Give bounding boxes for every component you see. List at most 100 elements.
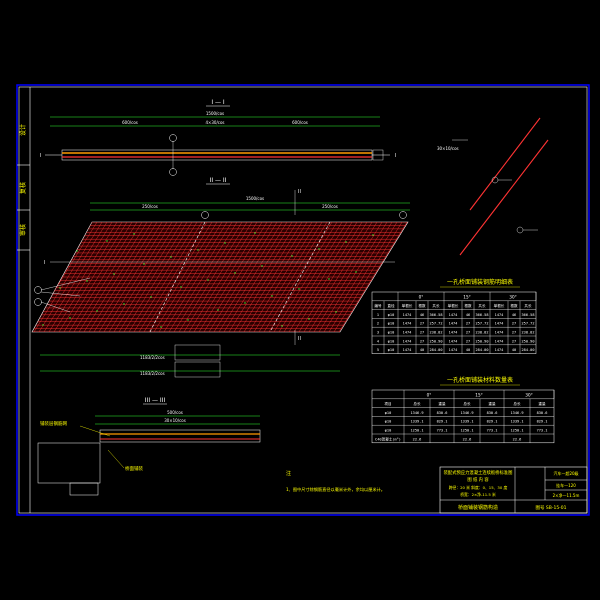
table-cell: 1250.1: [411, 429, 424, 433]
dim-sec3-part: 30×10/cos: [164, 418, 186, 423]
table2-title: 一孔桥面铺装材料数量表: [447, 376, 513, 384]
sidebar-cell-approve: 审核: [19, 224, 27, 236]
mesh-line-v: [323, 222, 393, 332]
table-cell: 284.00: [522, 348, 535, 352]
callout-circle-2: [34, 298, 42, 306]
mesh-line-v: [278, 222, 348, 332]
table-rebar-details: 一孔桥面铺装钢筋明细表 0°15°30°编号直径单根长根数共长单根长根数共长单根…: [371, 278, 537, 354]
table-cell: 257.72: [476, 322, 489, 326]
sidebar-cell-review: 复核: [19, 182, 27, 194]
title-content: 图 纸 内 容: [467, 476, 489, 483]
table-cell: 5: [377, 348, 379, 352]
outer-frame: [16, 84, 590, 516]
table-header-cell: 总长: [513, 401, 521, 406]
title-block: 装配式预应力混凝土连续板桥标准图 图 纸 内 容 跨径：20 米 斜度：0、15…: [439, 466, 588, 514]
section-arrow-right: I: [395, 153, 396, 159]
mesh-line-v: [158, 222, 228, 332]
mesh-dot: [392, 294, 394, 296]
notes-line-1: 1、图中尺寸除钢筋直径以毫米计外，余均以厘米计。: [286, 486, 385, 493]
table-cell: 1339.1: [461, 420, 474, 424]
table-group-header: 30°: [525, 392, 532, 397]
table-group-header: 15°: [463, 294, 470, 299]
mesh-line-v: [93, 222, 163, 332]
mesh-line-v: [73, 222, 143, 332]
table-cell: φ10: [385, 411, 392, 415]
dim-bottom-2: 1183/2/2cos: [140, 371, 165, 376]
table-cell: 773.1: [487, 429, 498, 433]
table-cell: 1474: [449, 331, 458, 335]
mesh-line-v: [168, 222, 238, 332]
marker-circle-top: [169, 134, 177, 142]
mesh-dot: [298, 288, 300, 290]
table-cell: 27: [466, 339, 470, 343]
mesh-line-v: [268, 222, 338, 332]
table-cell: φ10: [385, 420, 392, 424]
title-project: 装配式预应力混凝土连续板桥标准图: [444, 469, 513, 476]
mesh-line-v: [103, 222, 173, 332]
dim-top-total: 1500/cos: [206, 111, 224, 116]
table-cell: 366.58: [430, 313, 443, 317]
mesh-dot: [372, 234, 374, 236]
section-1-view: I — I 1500/cos 600/cos 4×30/cos 600/cos …: [40, 99, 396, 176]
mesh-line-v: [263, 222, 333, 332]
mesh-dot: [355, 271, 357, 273]
mesh-line-v: [273, 222, 343, 332]
dim-top-mid: 4×30/cos: [205, 120, 224, 125]
mesh-line-v: [283, 222, 353, 332]
table-header-cell: 根数: [464, 303, 472, 308]
table-group-header: 30°: [509, 294, 516, 299]
table-header-cell: 项目: [384, 401, 391, 406]
mesh-dot: [86, 280, 88, 282]
mesh-line-v: [208, 222, 278, 332]
table-cell: 40: [420, 348, 424, 352]
mesh-dot: [281, 325, 283, 327]
title-spec-1: 跨径：20 米 斜度：0、15、30 度: [449, 485, 508, 490]
mesh-line-v: [63, 222, 133, 332]
table-header-cell: 共长: [432, 303, 440, 308]
table-header-cell: 总长: [413, 401, 421, 406]
table-cell: 1474: [495, 313, 504, 317]
table-cell: 238.82: [476, 331, 489, 335]
table-header-cell: 编号: [374, 303, 382, 308]
dim-plan-left: 250/cos: [142, 204, 158, 209]
table-header-cell: 单根长: [494, 303, 505, 308]
table-cell: 250.90: [476, 339, 489, 343]
table-cell: 27: [466, 322, 470, 326]
mesh-dot: [345, 241, 347, 243]
table-cell: φ10: [388, 348, 395, 352]
mesh-dot: [113, 273, 115, 275]
title-width: 2×净—11.5m: [553, 492, 580, 498]
table-cell: 1474: [449, 313, 458, 317]
mesh-dot: [382, 264, 384, 266]
table-header-cell: 重量: [488, 401, 496, 406]
detail-label-pavement: 桥面铺装: [125, 465, 143, 472]
mesh-dot: [170, 256, 172, 258]
mesh-dot: [160, 326, 162, 328]
table-cell: 829.1: [437, 420, 448, 424]
dim-top-right: 600/cos: [292, 120, 308, 125]
plan-view: II — II 1500/cos 250/cos 250/cos II I II: [31, 177, 410, 378]
table-cell: 46: [512, 313, 516, 317]
table-cell: 250.90: [430, 339, 443, 343]
section-1-title: I — I: [211, 99, 225, 106]
mesh-dot: [328, 278, 330, 280]
table-cell: 1346.9: [511, 411, 524, 415]
section-2-title: II — II: [210, 177, 227, 184]
mesh-dot: [143, 263, 145, 265]
mesh-line-v: [288, 222, 358, 332]
table-cell: 1339.1: [511, 420, 524, 424]
slab-section-1: [61, 149, 373, 161]
table-cell: 27: [512, 339, 516, 343]
title-spec-2: 桥宽：2×净-11.5 米: [460, 492, 496, 497]
table-cell: 284.00: [430, 348, 443, 352]
table-cell: 27: [466, 331, 470, 335]
drawing-number: 图号 SB-15-01: [535, 505, 566, 511]
table-cell: φ10: [388, 339, 395, 343]
mesh-line-v: [308, 222, 378, 332]
table-cell: 1339.1: [411, 420, 424, 424]
table-cell: 4: [377, 339, 379, 343]
sidebar: 设计 复核 审核: [17, 87, 31, 513]
dim-bottom-1: 1183/2/2cos: [140, 355, 165, 360]
mesh-line-v: [123, 222, 193, 332]
